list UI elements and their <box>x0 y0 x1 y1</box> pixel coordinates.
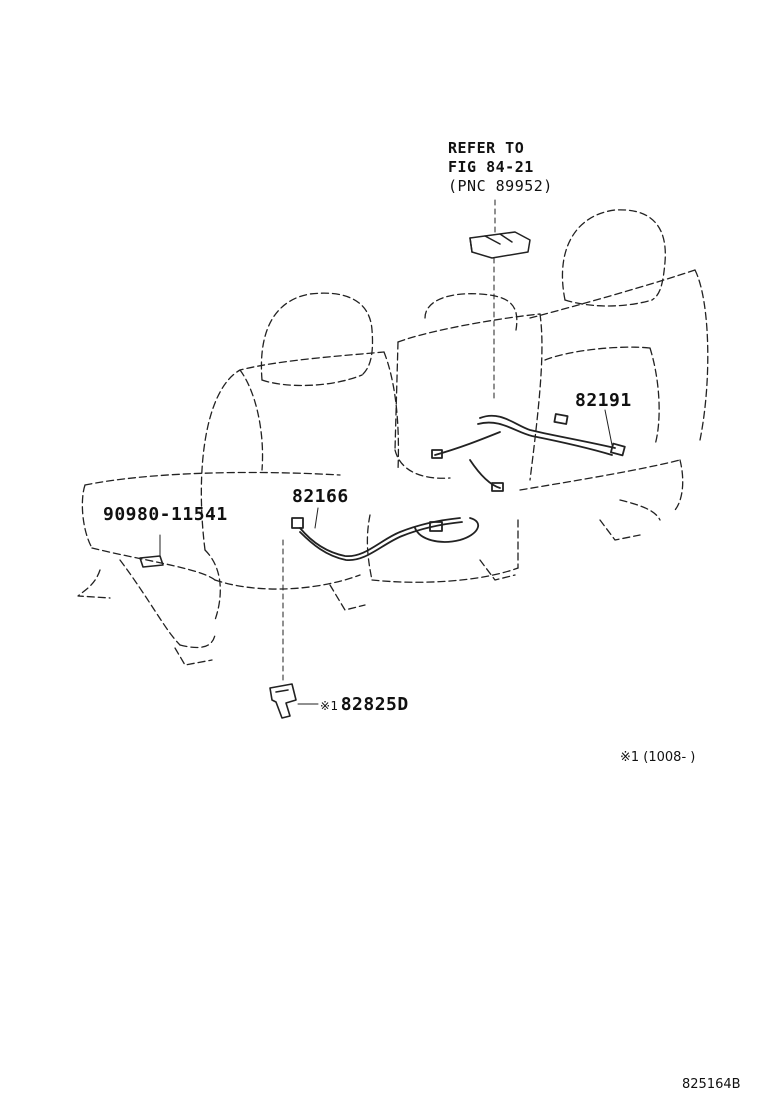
clip-82825d <box>269 683 297 719</box>
harness-82166 <box>291 517 480 561</box>
refer-to-figure-note: REFER TO FIG 84-21 (PNC 89952) <box>448 141 553 198</box>
part-number-82166[interactable]: 82166 <box>292 486 349 507</box>
footnote-date-range: ※1 (1008- ) <box>620 750 696 765</box>
center-seat-outline <box>329 293 543 611</box>
refer-line-2[interactable]: FIG 84-21 <box>448 158 534 176</box>
part-number-90980-11541[interactable]: 90980-11541 <box>103 504 228 525</box>
left-seat-outline <box>77 292 400 666</box>
part-number-82825d[interactable]: 82825D <box>340 694 409 715</box>
refer-line-3: (PNC 89952) <box>448 177 553 195</box>
part-number-82191[interactable]: 82191 <box>575 390 632 411</box>
harness-82191 <box>431 413 626 492</box>
right-seat-outline <box>519 209 709 541</box>
leader-82166 <box>314 507 319 529</box>
note-marker: ※1 <box>320 699 339 713</box>
refer-line-1: REFER TO <box>448 139 525 157</box>
leader-82191 <box>604 409 613 446</box>
armrest-switch-box <box>469 231 531 259</box>
figure-id: 825164B <box>682 1077 741 1092</box>
connector-90980-11541 <box>139 534 164 568</box>
